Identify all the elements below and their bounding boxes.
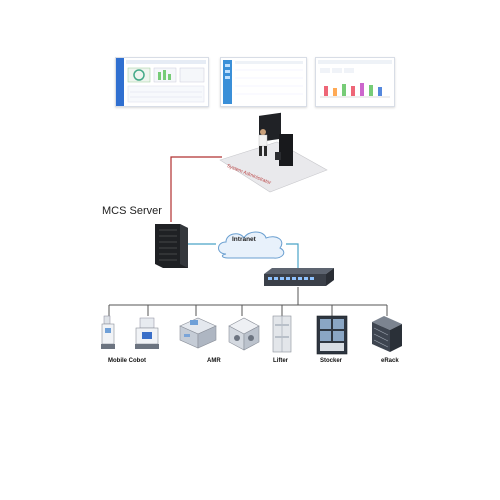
dashboard-2-graphic [223, 60, 303, 104]
intranet-cloud-icon [218, 231, 285, 259]
server-tower-icon [155, 224, 188, 268]
dashboard-screenshot-3 [315, 57, 395, 107]
dashboard-screenshot-2 [220, 57, 307, 107]
dashboard-1-graphic [116, 58, 206, 106]
server-label: MCS Server [102, 205, 162, 217]
lifter-icon [272, 315, 292, 353]
dashboard-screenshot-1 [115, 57, 209, 107]
stocker-icon [316, 315, 348, 355]
server-admin-link [170, 156, 222, 222]
mobile-cobot-icon [101, 315, 159, 349]
intranet-switch-link [286, 243, 299, 268]
intranet-label: Intranet [232, 236, 256, 243]
admin-workstation-icon [219, 112, 328, 193]
device-label-lifter: Lifter [273, 358, 288, 364]
device-label-mobile-cobot: Mobile Cobot [108, 358, 146, 364]
dashboard-3-graphic [318, 60, 392, 98]
erack-icon [372, 316, 402, 352]
robot-unit-icon [228, 317, 260, 351]
device-label-stocker: Stocker [320, 358, 343, 364]
network-switch-icon [264, 268, 334, 286]
device-label-erack: eRack [381, 358, 399, 364]
amr-icon [179, 317, 217, 349]
device-label-amr: AMR [207, 358, 221, 364]
